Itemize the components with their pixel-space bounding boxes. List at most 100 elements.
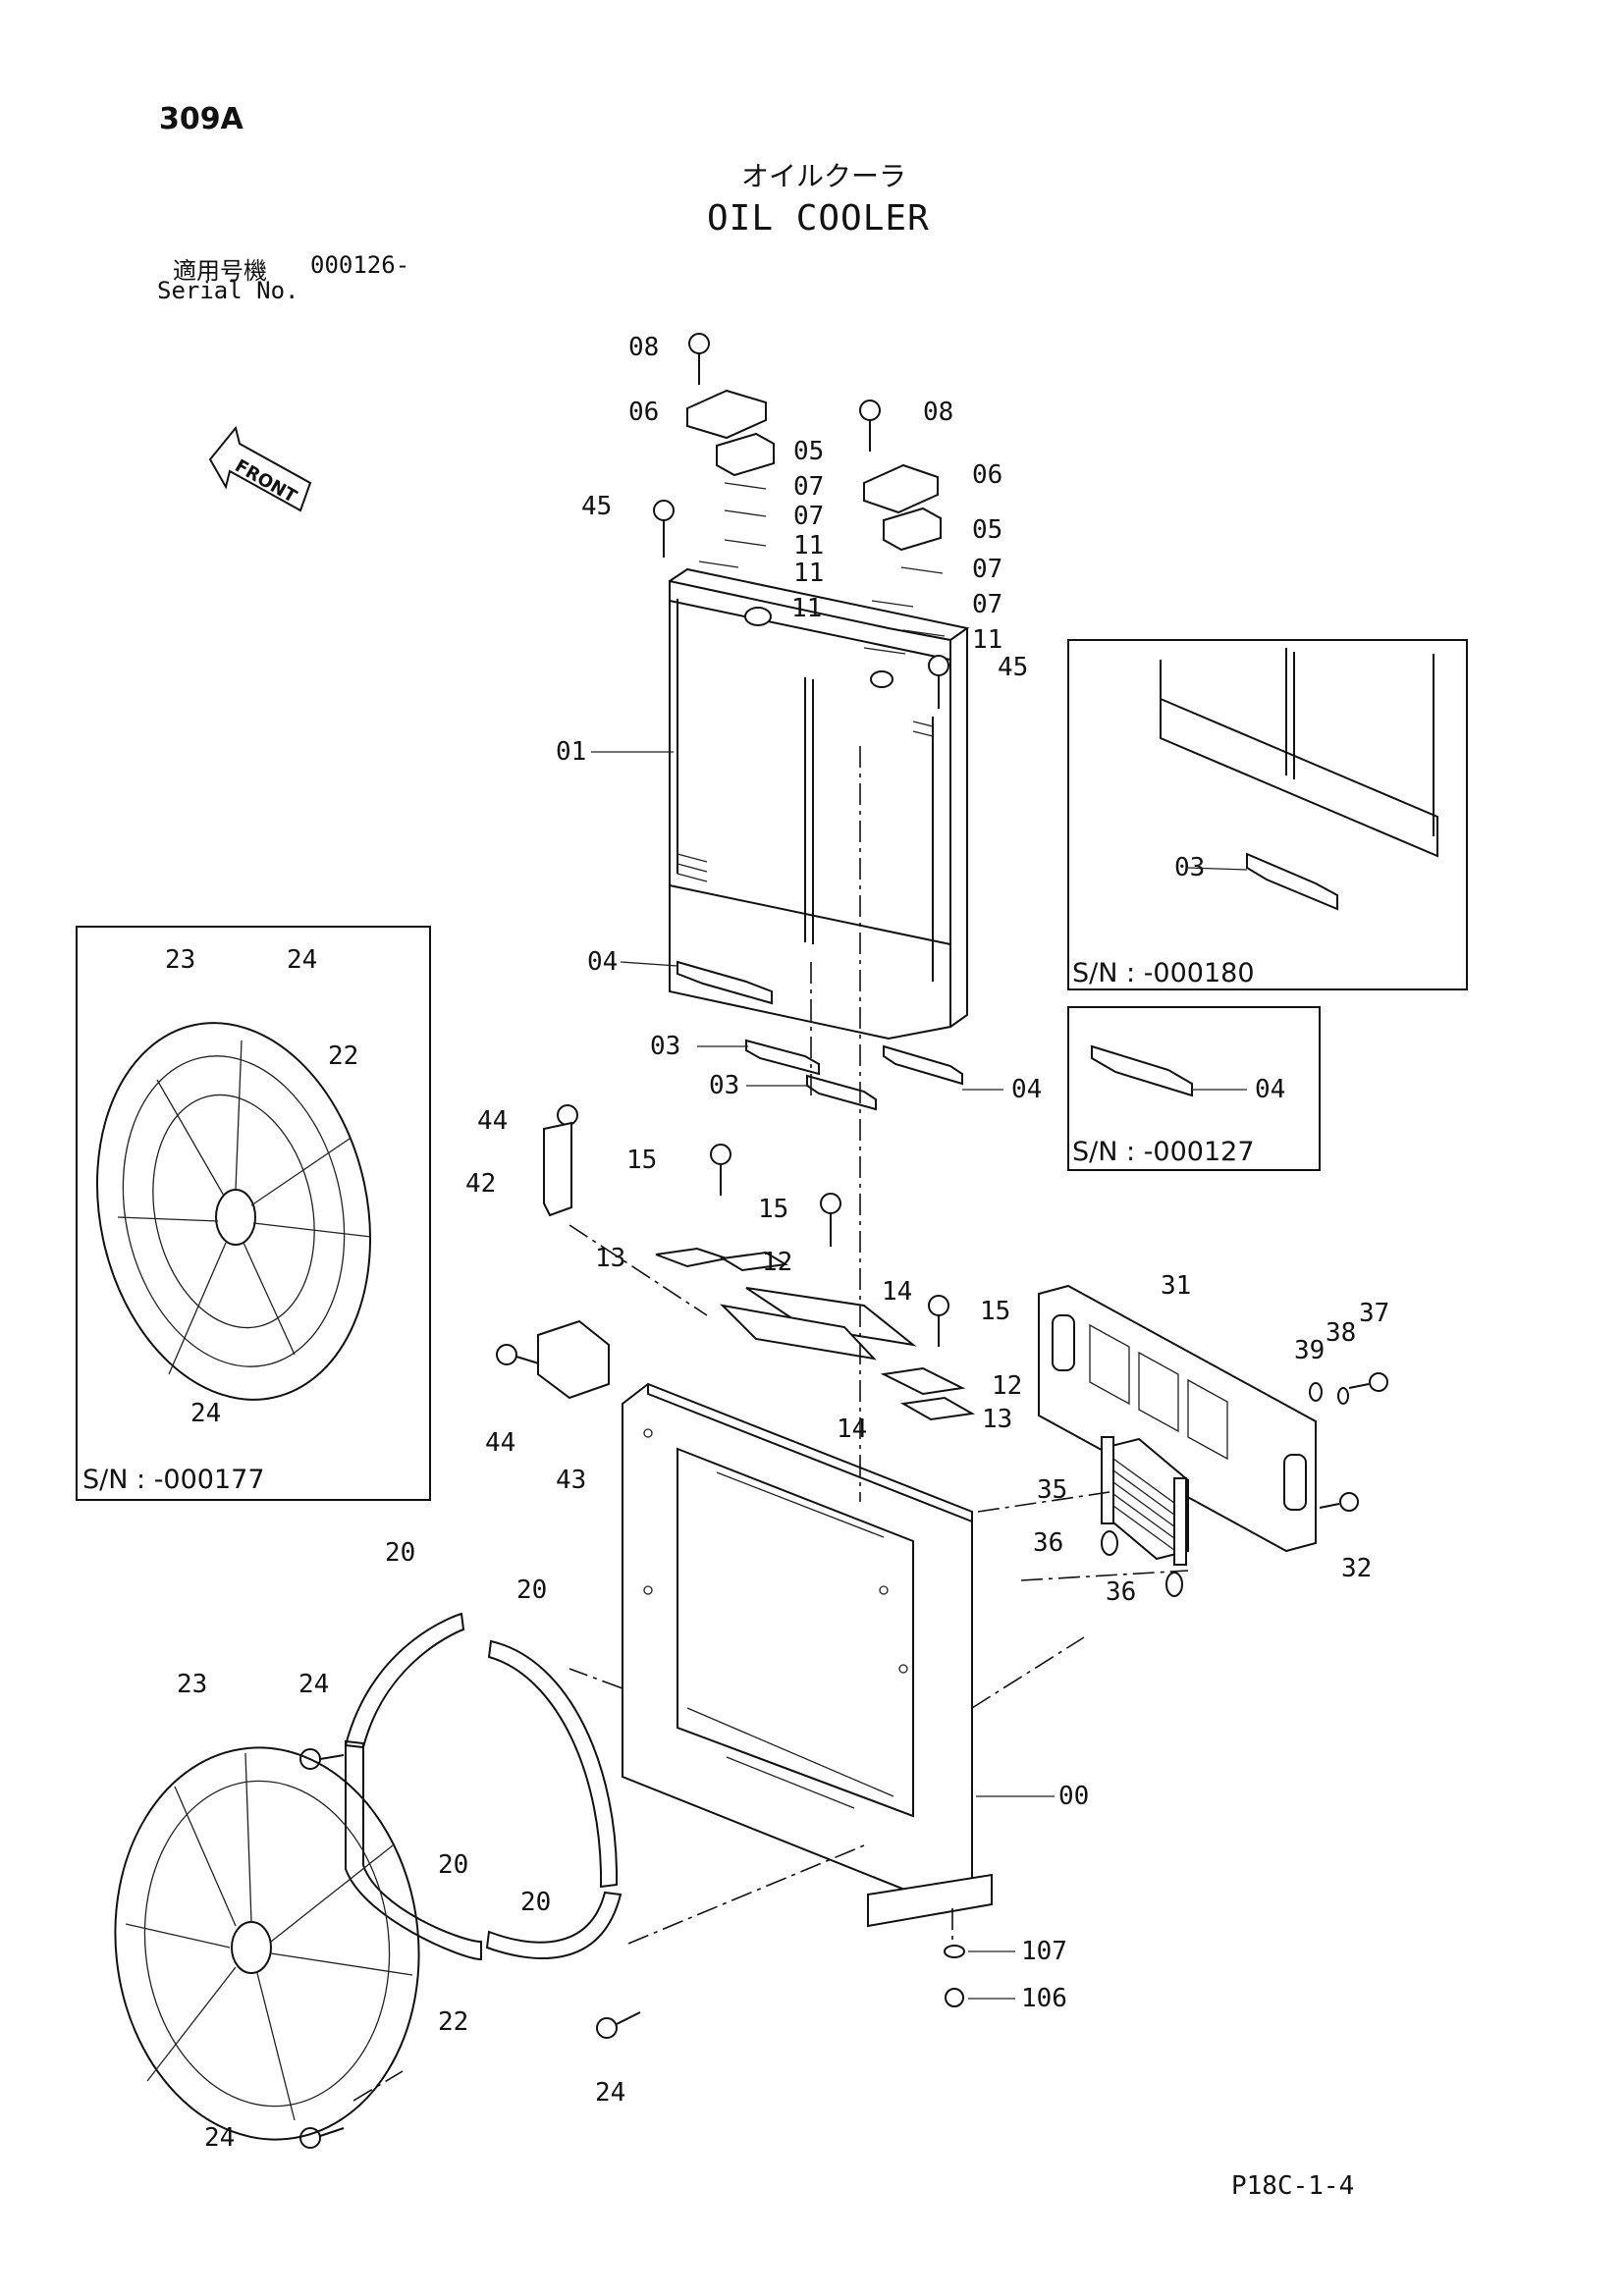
callout-04c: 04 xyxy=(1255,1075,1285,1104)
callout-106: 106 xyxy=(1021,1984,1067,2013)
bolt-08a-icon xyxy=(688,333,710,385)
callout-11c: 11 xyxy=(791,594,822,623)
callout-06b: 06 xyxy=(972,460,1002,490)
title-japanese: オイルクーラ xyxy=(741,160,907,192)
callout-35: 35 xyxy=(1037,1475,1067,1505)
callout-03b: 03 xyxy=(709,1071,739,1100)
bolt-32-icon xyxy=(1319,1492,1359,1512)
bolt-45a-icon xyxy=(653,500,675,558)
oil-cooler-core xyxy=(669,567,970,1041)
callout-20c: 20 xyxy=(438,1850,468,1880)
callout-23a: 23 xyxy=(177,1670,207,1699)
callout-24a: 24 xyxy=(298,1670,329,1699)
callout-07d: 07 xyxy=(972,590,1002,619)
callout-36b: 36 xyxy=(1106,1577,1136,1607)
callout-06a: 06 xyxy=(628,398,659,427)
callout-08a: 08 xyxy=(628,333,659,362)
callout-20b: 20 xyxy=(516,1575,547,1605)
callout-20a: 20 xyxy=(385,1538,415,1568)
washer-38-icon xyxy=(1337,1387,1349,1405)
callout-11d: 11 xyxy=(972,625,1002,655)
inset-sn-000180-label: S/N : -000180 xyxy=(1072,958,1255,988)
callout-05b: 05 xyxy=(972,515,1002,545)
callout-14a: 14 xyxy=(882,1277,912,1307)
callout-38: 38 xyxy=(1326,1318,1356,1348)
callouts: 08 06 05 07 07 11 11 45 08 06 05 07 07 1… xyxy=(165,333,1389,2153)
washer-107-icon xyxy=(944,1945,965,1958)
callout-44a: 44 xyxy=(477,1106,508,1136)
callout-14b: 14 xyxy=(837,1415,867,1444)
callout-13b: 13 xyxy=(982,1405,1012,1434)
callout-24c: 24 xyxy=(204,2123,235,2153)
callout-45a: 45 xyxy=(581,492,612,521)
gaskets-20 xyxy=(344,1612,623,1961)
callout-37: 37 xyxy=(1359,1299,1389,1328)
inset-frame-sn-000177 xyxy=(76,926,431,1501)
alignment-lines xyxy=(352,746,1189,2102)
callout-36a: 36 xyxy=(1033,1528,1063,1558)
bolt-44b-icon xyxy=(496,1344,543,1365)
serial-number-value: 000126- xyxy=(310,251,410,279)
inset-sn-000127-label: S/N : -000127 xyxy=(1072,1137,1255,1167)
callout-39: 39 xyxy=(1294,1336,1325,1365)
callout-23b: 23 xyxy=(165,945,195,975)
callout-12b: 12 xyxy=(992,1371,1022,1401)
inset-frame-sn-000127 xyxy=(1067,1006,1321,1171)
fan-guard-main xyxy=(114,1746,420,2141)
callout-15a: 15 xyxy=(626,1146,657,1175)
callout-32: 32 xyxy=(1341,1554,1372,1583)
leader-lines xyxy=(591,751,1248,2000)
callout-13a: 13 xyxy=(595,1244,625,1273)
callout-07c: 07 xyxy=(972,555,1002,584)
callout-08b: 08 xyxy=(923,398,953,427)
callout-22b: 22 xyxy=(328,1041,358,1071)
callout-01: 01 xyxy=(556,737,586,767)
fan-shroud-frame xyxy=(622,1382,993,1928)
callout-31: 31 xyxy=(1161,1271,1191,1301)
upper-brackets xyxy=(686,389,946,655)
callout-24e: 24 xyxy=(190,1399,221,1428)
callout-07a: 07 xyxy=(793,472,824,502)
callout-20d: 20 xyxy=(520,1888,551,1917)
callout-24d: 24 xyxy=(287,945,317,975)
inset-sn-000177-label: S/N : -000177 xyxy=(82,1465,265,1495)
bolt-08b-icon xyxy=(859,400,881,452)
callout-04a: 04 xyxy=(587,947,618,977)
bolt-15c-icon xyxy=(928,1295,949,1347)
callout-22a: 22 xyxy=(438,2007,468,2037)
callout-07b: 07 xyxy=(793,502,824,531)
page-reference: P18C-1-4 xyxy=(1231,2171,1355,2201)
callout-11b: 11 xyxy=(793,559,824,588)
callout-03c: 03 xyxy=(1174,853,1205,882)
callout-44b: 44 xyxy=(485,1428,515,1458)
bolt-15b-icon xyxy=(820,1193,841,1247)
callout-43: 43 xyxy=(556,1466,586,1495)
page-id: 309A xyxy=(159,102,244,136)
callout-42: 42 xyxy=(465,1169,496,1199)
callout-107: 107 xyxy=(1021,1937,1067,1966)
callout-03a: 03 xyxy=(650,1032,680,1061)
serial-label-english: Serial No. xyxy=(157,277,299,304)
inset-support-04 xyxy=(1091,1044,1193,1097)
bracket-31 xyxy=(1038,1284,1317,1553)
callout-11a: 11 xyxy=(793,531,824,561)
bolt-24-icon xyxy=(596,2011,641,2039)
callout-00: 00 xyxy=(1058,1782,1089,1811)
serial-label-japanese: 適用号機 xyxy=(173,257,267,285)
front-arrow-icon: FRONT xyxy=(208,425,312,512)
washer-39-icon xyxy=(1309,1382,1323,1402)
lower-supports xyxy=(677,960,963,1111)
inset-frame-sn-000180 xyxy=(1067,639,1468,990)
bolt-45b-icon xyxy=(928,655,949,709)
bolt-15a-icon xyxy=(710,1144,731,1196)
front-arrow-label: FRONT xyxy=(232,455,301,507)
callout-05a: 05 xyxy=(793,437,824,466)
callout-15b: 15 xyxy=(758,1195,788,1224)
oil-cooler-35 xyxy=(1101,1436,1189,1597)
callout-24b: 24 xyxy=(595,2078,625,2108)
title-english: OIL COOLER xyxy=(707,198,930,239)
bolt-24c-icon xyxy=(299,2127,345,2149)
callout-15c: 15 xyxy=(980,1297,1010,1326)
inset-core-detail xyxy=(1160,648,1438,911)
